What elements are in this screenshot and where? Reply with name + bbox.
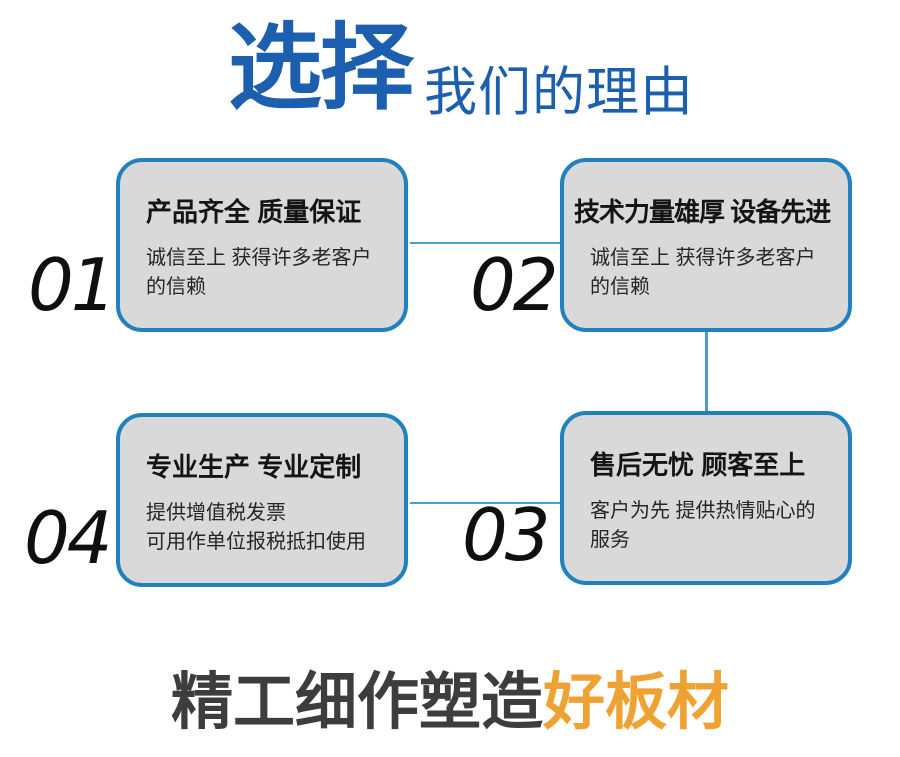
tagline-highlight: 好板材 [543, 668, 730, 737]
feature-description-line: 提供增值税发票 [146, 502, 286, 524]
feature-description-line: 诚信至上 获得许多老客户 [590, 247, 816, 269]
step-number-03: 03 [462, 493, 551, 577]
step-number-04: 04 [24, 496, 113, 580]
connector-line-box2-box3 [705, 332, 708, 413]
feature-box-product-quality: 产品齐全 质量保证 诚信至上 获得许多老客户 的信赖 [116, 158, 408, 332]
feature-description: 客户为先 提供热情贴心的 服务 [590, 497, 828, 555]
page-title-main: 选择 [228, 15, 414, 120]
feature-box-after-sales-service: 售后无忧 顾客至上 客户为先 提供热情贴心的 服务 [560, 411, 852, 585]
feature-heading: 产品齐全 质量保证 [146, 197, 362, 227]
feature-description: 提供增值税发票 可用作单位报税抵扣使用 [146, 499, 384, 557]
feature-description: 诚信至上 获得许多老客户 的信赖 [590, 244, 828, 302]
feature-description-line: 客户为先 提供热情贴心的 [590, 500, 816, 522]
feature-description-line: 服务 [590, 529, 630, 551]
tagline-prefix: 精工细作塑造 [170, 668, 543, 737]
feature-description-line: 的信赖 [146, 276, 206, 298]
step-number-01: 01 [28, 243, 117, 327]
page-title-sub: 我们的理由 [424, 63, 694, 122]
feature-box-technology-equipment: 技术力量雄厚 设备先进 诚信至上 获得许多老客户 的信赖 [560, 158, 852, 332]
connector-line-box4-box3 [410, 502, 562, 504]
bottom-tagline: 精工细作塑造好板材 [0, 666, 900, 740]
feature-heading: 技术力量雄厚 设备先进 [574, 197, 831, 227]
step-number-02: 02 [470, 243, 559, 327]
feature-description-line: 可用作单位报税抵扣使用 [146, 531, 366, 553]
feature-description: 诚信至上 获得许多老客户 的信赖 [146, 244, 384, 302]
feature-heading: 售后无忧 顾客至上 [590, 450, 806, 480]
feature-box-professional-production: 专业生产 专业定制 提供增值税发票 可用作单位报税抵扣使用 [116, 413, 408, 587]
feature-heading: 专业生产 专业定制 [146, 452, 362, 482]
connector-line-box1-box2 [410, 242, 562, 244]
feature-description-line: 的信赖 [590, 276, 650, 298]
feature-description-line: 诚信至上 获得许多老客户 [146, 247, 372, 269]
